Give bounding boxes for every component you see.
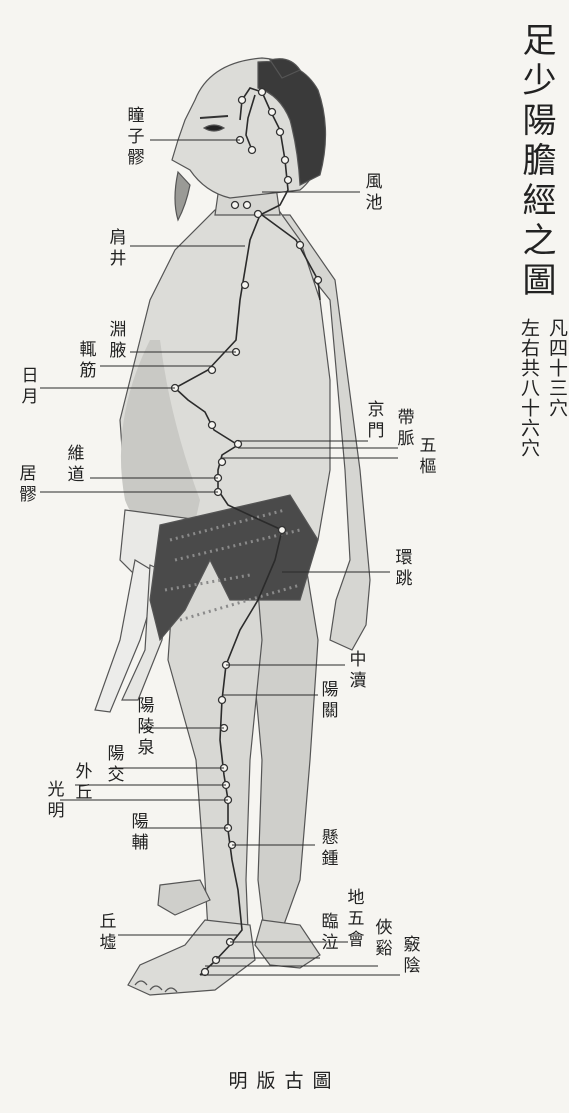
label-xiaxi: 俠谿 bbox=[372, 918, 396, 960]
label-juliao: 居髎 bbox=[16, 464, 40, 506]
label-linqi: 臨泣 bbox=[318, 912, 342, 954]
point-dot bbox=[279, 527, 286, 534]
label-yangjiao: 陽交 bbox=[104, 744, 128, 786]
point-dot bbox=[235, 441, 242, 448]
label-guangming: 光明 bbox=[44, 780, 68, 822]
point-dot bbox=[249, 147, 256, 154]
point-dot bbox=[219, 697, 226, 704]
point-dot bbox=[269, 109, 276, 116]
point-dot bbox=[244, 202, 251, 209]
bilateral-count-note: 左右共八十六穴 bbox=[516, 318, 543, 458]
label-yanglingquan: 陽陵泉 bbox=[134, 696, 158, 759]
label-yangfu: 陽輔 bbox=[128, 812, 152, 854]
label-wushu: 五樞 bbox=[416, 436, 440, 478]
label-weidao: 維道 bbox=[64, 444, 88, 486]
label-huantiao: 環跳 bbox=[392, 548, 416, 590]
point-dot bbox=[242, 282, 249, 289]
label-xuanzhong: 懸鍾 bbox=[318, 828, 342, 870]
label-zhongdu: 中瀆 bbox=[346, 650, 370, 692]
point-dot bbox=[209, 367, 216, 374]
diagram-title: 足少陽膽經之圖 bbox=[512, 22, 561, 302]
label-tongziliao: 瞳子髎 bbox=[124, 106, 148, 169]
acupoint-count-note: 凡四十三穴 bbox=[544, 318, 569, 418]
label-jingmen: 京門 bbox=[364, 400, 388, 442]
point-dot bbox=[209, 422, 216, 429]
caption: 明版古圖 bbox=[0, 1066, 569, 1093]
eye bbox=[204, 125, 224, 131]
point-dot bbox=[297, 242, 304, 249]
label-yangguan: 陽關 bbox=[318, 680, 342, 722]
label-riyue: 日月 bbox=[18, 366, 42, 408]
label-fengchi: 風池 bbox=[362, 172, 386, 214]
point-dot bbox=[232, 202, 239, 209]
back-foot-toes bbox=[158, 880, 210, 915]
point-dot bbox=[282, 157, 289, 164]
label-zhejin: 輒筋 bbox=[76, 340, 100, 382]
back-foot bbox=[255, 920, 320, 968]
point-dot bbox=[285, 177, 292, 184]
label-yuanye: 淵腋 bbox=[106, 320, 130, 362]
label-diwuhui: 地五會 bbox=[344, 888, 368, 951]
point-dot bbox=[239, 97, 246, 104]
point-dot bbox=[255, 211, 262, 218]
label-jianjing: 肩井 bbox=[106, 228, 130, 270]
beard bbox=[175, 172, 190, 220]
point-dot bbox=[259, 89, 266, 96]
back-leg bbox=[252, 560, 318, 930]
point-dot bbox=[277, 129, 284, 136]
label-daimai: 帶脈 bbox=[394, 408, 418, 450]
label-qiaoyin: 竅陰 bbox=[400, 935, 424, 977]
label-waiqiu: 外丘 bbox=[72, 762, 96, 804]
point-dot bbox=[315, 277, 322, 284]
point-dot bbox=[202, 969, 209, 976]
point-dot bbox=[219, 459, 226, 466]
label-qiuxu: 丘墟 bbox=[96, 912, 120, 954]
